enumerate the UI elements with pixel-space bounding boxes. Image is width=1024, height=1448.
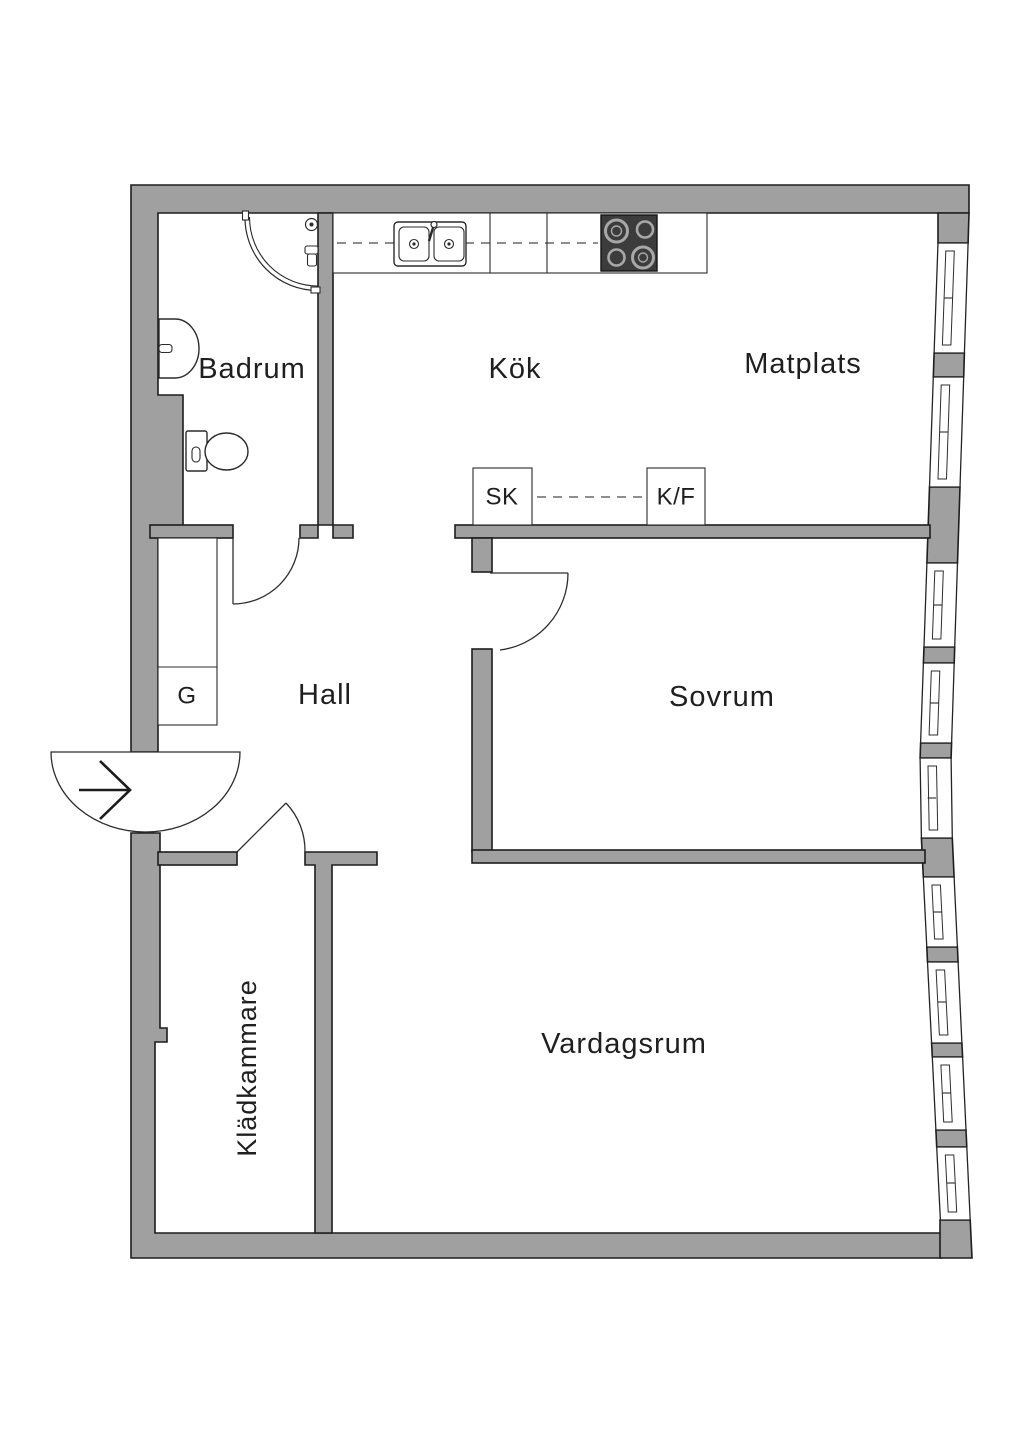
wall-pier bbox=[935, 1129, 968, 1148]
window-6 bbox=[922, 876, 959, 948]
toilet-icon bbox=[185, 430, 249, 472]
bathroom-fixtures bbox=[158, 210, 321, 472]
room-labels: Badrum Kök Matplats SK K/F G Hall Sovrum… bbox=[177, 348, 862, 1157]
kitchen-fixtures bbox=[332, 212, 708, 526]
window-4 bbox=[919, 662, 955, 744]
window-9 bbox=[936, 1146, 971, 1221]
closet-label-g: G bbox=[177, 683, 196, 710]
wall-pier bbox=[932, 352, 966, 378]
badrum-door-swing bbox=[232, 537, 300, 605]
hall-fixtures bbox=[157, 537, 218, 726]
wall-pier bbox=[925, 946, 959, 963]
wall-kok-sovrum bbox=[454, 524, 931, 539]
cabinet-kf bbox=[646, 467, 706, 526]
wall-pier bbox=[919, 742, 953, 759]
cabinet-sk bbox=[472, 467, 533, 526]
wall-sovrum-left-stub bbox=[471, 537, 493, 573]
window-7 bbox=[926, 961, 963, 1044]
cabinet-label-sk: SK bbox=[485, 484, 518, 511]
shower-icon bbox=[241, 210, 321, 294]
room-label-kladkammare: Klädkammare bbox=[232, 979, 262, 1157]
wall-pier bbox=[926, 486, 961, 564]
entrance-door-arc bbox=[50, 751, 241, 833]
wall-corner-top-right bbox=[937, 212, 970, 244]
doors bbox=[50, 537, 569, 853]
wall-sovrum-left bbox=[471, 648, 493, 853]
window-5 bbox=[919, 757, 953, 839]
window-1 bbox=[933, 242, 969, 354]
windows bbox=[919, 242, 971, 1221]
wall-kladkammare-right bbox=[304, 851, 378, 1234]
room-label-matplats: Matplats bbox=[744, 348, 862, 380]
kladkammare-door-swing bbox=[236, 802, 306, 853]
room-label-hall: Hall bbox=[298, 679, 352, 711]
wardrobe-g bbox=[157, 537, 218, 726]
kitchen-sink-icon bbox=[393, 220, 467, 267]
window-3 bbox=[923, 562, 959, 648]
wall-sovrum-vardagsrum bbox=[471, 849, 926, 864]
interior-walls bbox=[149, 212, 931, 1234]
washbasin-icon bbox=[158, 318, 200, 379]
cabinet-label-kf: K/F bbox=[657, 484, 696, 511]
room-label-sovrum: Sovrum bbox=[669, 681, 775, 713]
window-8 bbox=[931, 1056, 967, 1131]
sovrum-door-swing bbox=[490, 572, 569, 651]
wall-left-lower-and-bottom bbox=[130, 832, 942, 1259]
wall-badrum-bottom-left bbox=[149, 524, 234, 539]
room-label-badrum: Badrum bbox=[198, 353, 306, 385]
wall-corner-bottom-right bbox=[939, 1219, 973, 1259]
room-label-kok: Kök bbox=[489, 353, 542, 385]
entrance-arrow-icon bbox=[79, 760, 132, 820]
wall-pier bbox=[922, 646, 956, 664]
wall-pier bbox=[920, 837, 955, 878]
room-label-vardagsrum: Vardagsrum bbox=[541, 1028, 707, 1060]
window-2 bbox=[928, 376, 965, 488]
entrance-door bbox=[50, 751, 241, 833]
wall-hall-bottom-left bbox=[157, 851, 238, 866]
wall-pier bbox=[930, 1042, 964, 1058]
stove-icon bbox=[600, 214, 658, 272]
